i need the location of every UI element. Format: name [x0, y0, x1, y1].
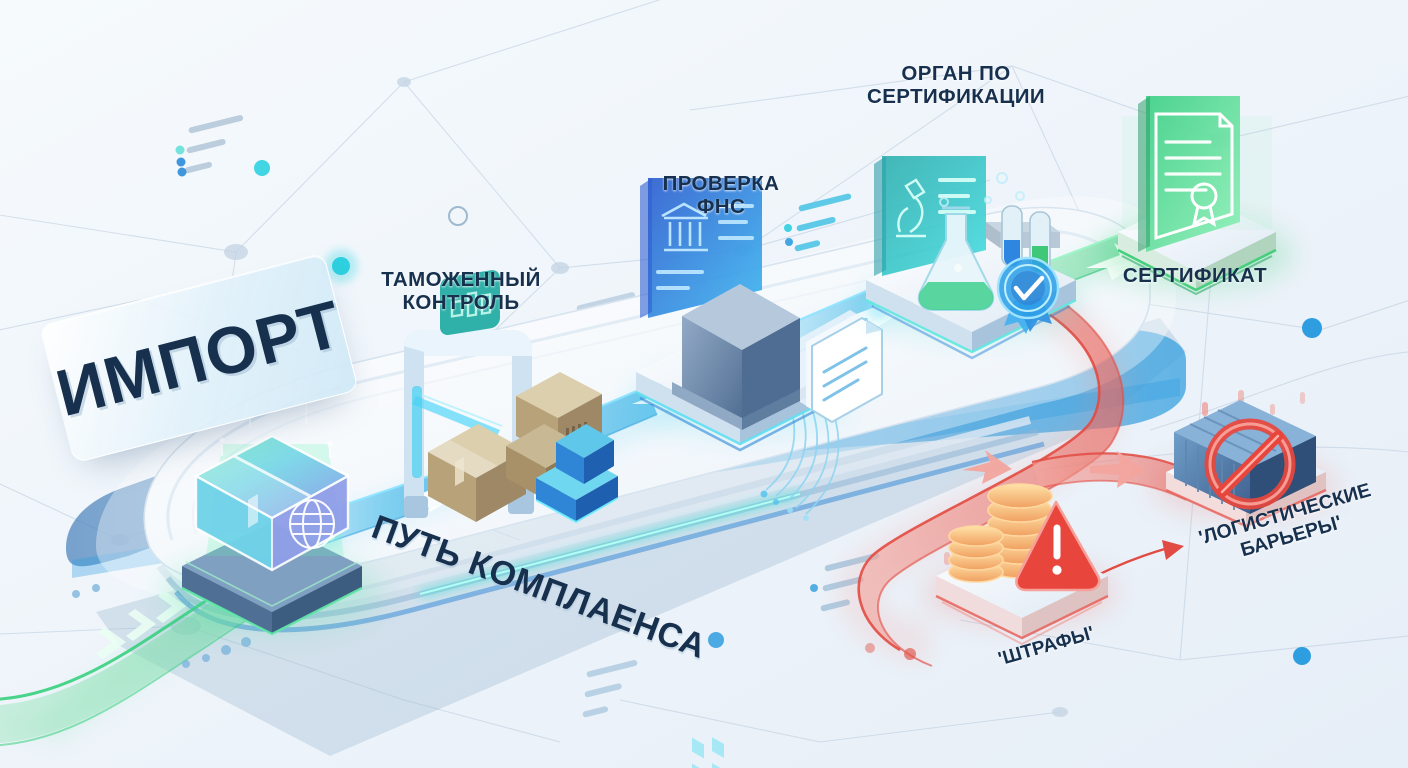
- label-fns: ПРОВЕРКА ФНС: [662, 172, 780, 219]
- data-bar-cluster-left: [175, 115, 244, 177]
- data-bar-cluster-cyan: [784, 193, 852, 252]
- label-certification-body: ОРГАН ПО СЕРТИФИКАЦИИ: [867, 62, 1045, 109]
- label-certificate: СЕРТИФИКАТ: [1122, 264, 1268, 287]
- red-flow-arrows: [962, 450, 1145, 488]
- label-customs: ТАМОЖЕННЫЙ КОНТРОЛЬ: [381, 268, 541, 315]
- data-bar-cluster-bottom-2: [582, 660, 638, 718]
- dot-trail-a: [72, 584, 251, 668]
